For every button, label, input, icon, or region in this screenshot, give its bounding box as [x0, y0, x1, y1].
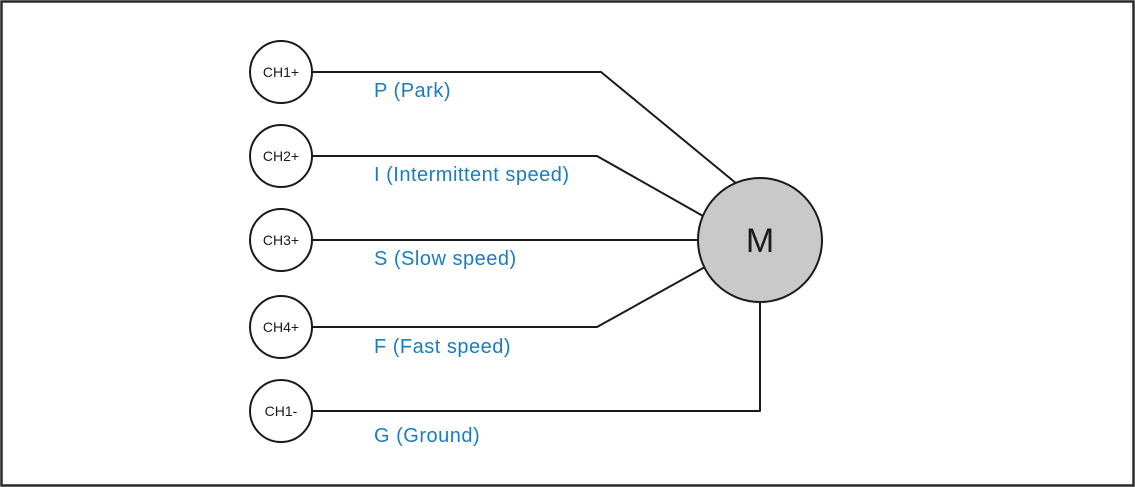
wire-park: [312, 71, 738, 185]
terminal-ch2-plus: [249, 124, 313, 188]
function-label-intermittent: I (Intermittent speed): [374, 164, 570, 186]
terminal-ch1-plus: [249, 40, 313, 104]
terminal-label-ch4-plus: CH4+: [263, 319, 299, 335]
terminal-label-ch1-plus: CH1+: [263, 64, 299, 80]
function-label-ground: G (Ground): [374, 425, 480, 447]
terminal-ch3-plus: [249, 208, 313, 272]
function-label-fast: F (Fast speed): [374, 336, 511, 358]
wire-fast: [312, 266, 706, 328]
terminal-ch4-plus: [249, 295, 313, 359]
function-label-park: P (Park): [374, 80, 451, 102]
wire-intermittent: [312, 155, 704, 217]
terminal-ch1-minus: [249, 379, 313, 443]
motor-label: M: [746, 222, 774, 260]
function-label-slow: S (Slow speed): [374, 248, 517, 270]
terminal-label-ch1-minus: CH1-: [265, 403, 298, 419]
terminal-label-ch3-plus: CH3+: [263, 232, 299, 248]
wire-ground: [312, 302, 761, 412]
terminal-label-ch2-plus: CH2+: [263, 148, 299, 164]
motor-circle: [697, 177, 823, 303]
